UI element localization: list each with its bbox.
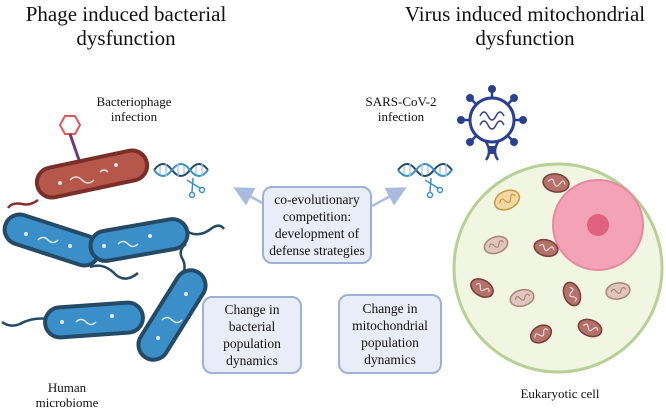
dna-scissors-icon-left bbox=[153, 163, 209, 199]
bacterium bbox=[88, 217, 226, 263]
eukaryotic-cell bbox=[452, 162, 664, 374]
label-sars-infection: SARS-CoV-2 infection bbox=[365, 94, 437, 124]
bacterial-dynamics-box: Change in bacterial population dynamics bbox=[202, 296, 302, 374]
arrow-right bbox=[371, 187, 407, 208]
label-bacteriophage-infection: Bacteriophage infection bbox=[96, 94, 172, 124]
bacterium bbox=[1, 300, 145, 340]
coevolution-box: co-evolutionary competition: development… bbox=[262, 186, 372, 264]
nucleolus bbox=[587, 214, 609, 236]
mitochondria-group bbox=[470, 173, 631, 344]
sars-cov-2-virus-icon bbox=[457, 85, 527, 161]
bacterium bbox=[2, 212, 139, 280]
bacterium-infected bbox=[6, 148, 150, 209]
bacterium bbox=[136, 243, 208, 362]
label-eukaryotic-cell: Eukaryotic cell bbox=[520, 386, 600, 401]
mitochondrial-dynamics-box: Change in mitochondrial population dynam… bbox=[338, 294, 442, 374]
label-human-microbiome: Human microbiome bbox=[35, 380, 99, 409]
dna-scissors-icon-right bbox=[397, 163, 453, 199]
title-right: Virus induced mitochondrial dysfunction bbox=[404, 2, 646, 50]
title-left: Phage induced bacterial dysfunction bbox=[25, 2, 227, 50]
